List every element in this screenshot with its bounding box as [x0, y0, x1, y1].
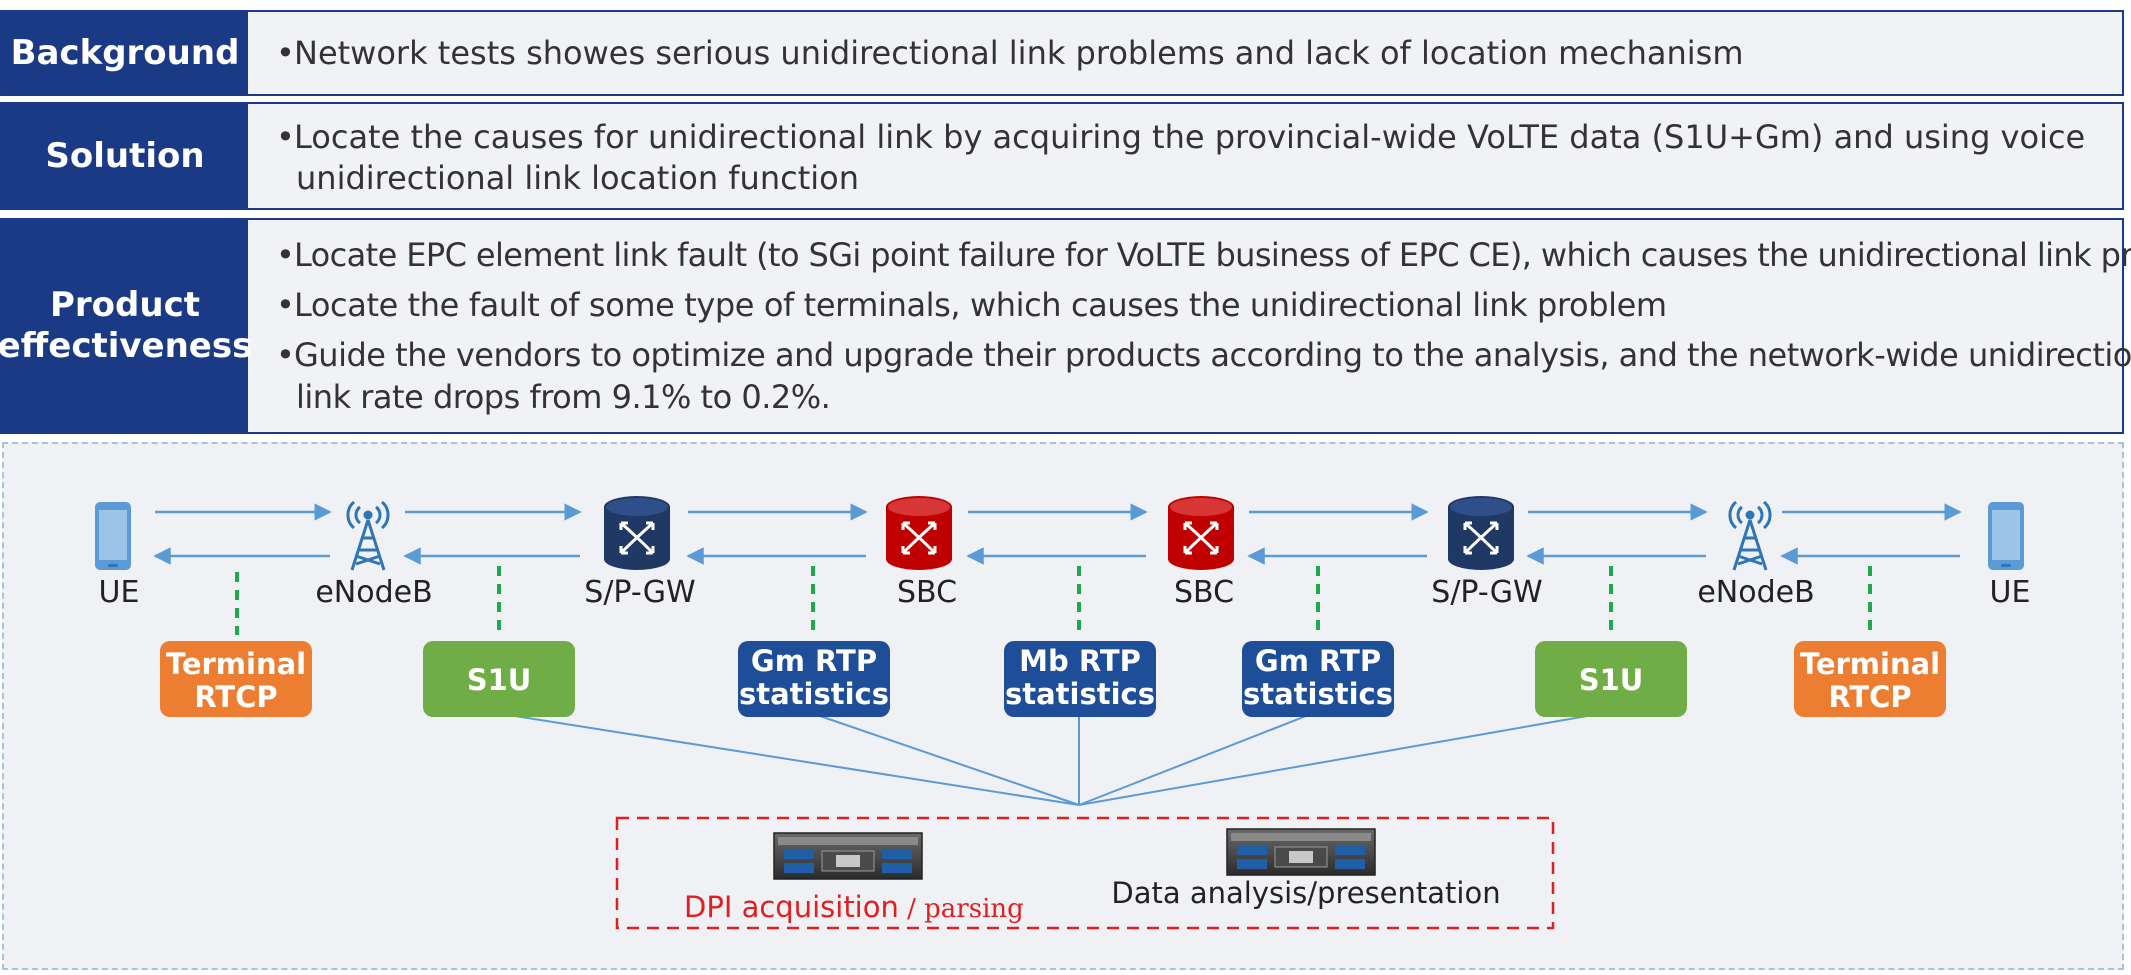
effectiveness-b2: Locate the fault of some type of termina… — [294, 286, 1667, 324]
dpi-label-sub: / parsing — [899, 894, 1024, 924]
effectiveness-label-line1: Product — [50, 285, 200, 325]
s1u-box: S1U — [423, 641, 575, 717]
gm-rtp-box: Gm RTP statistics — [1242, 641, 1394, 717]
solution-bullet-cont: unidirectional link location function — [276, 157, 859, 199]
terminal-rtcp-box: Terminal RTCP — [1794, 641, 1946, 717]
effectiveness-bullet-2: •Locate the fault of some type of termin… — [276, 284, 1667, 326]
bullet-icon: • — [276, 118, 295, 156]
terminal-rtcp-box: Terminal RTCP — [160, 641, 312, 717]
server-rack-icon — [773, 832, 923, 880]
node-label-spgw: S/P-GW — [584, 575, 695, 610]
effectiveness-b3-line1: Guide the vendors to optimize and upgrad… — [294, 336, 2131, 374]
background-row: Background •Network tests showes serious… — [0, 10, 2124, 96]
background-label: Background — [2, 12, 248, 94]
antenna-tower-icon — [1728, 500, 1772, 571]
effectiveness-bullet-1: •Locate EPC element link fault (to SGi p… — [276, 234, 2131, 276]
terminal-rtcp-line2: RTCP — [194, 680, 277, 714]
solution-bullet: •Locate the causes for unidirectional li… — [276, 116, 2085, 158]
dpi-label-main: DPI acquisition — [684, 890, 899, 924]
dpi-label: DPI acquisition / parsing — [684, 890, 1024, 924]
flow-arrows — [153, 503, 1962, 565]
router-icon — [1448, 496, 1514, 570]
background-bullet: •Network tests showes serious unidirecti… — [276, 32, 1743, 74]
phone-icon — [1988, 502, 2024, 570]
node-label-enodeb: eNodeB — [315, 575, 432, 610]
node-label-sbc: SBC — [897, 575, 957, 610]
mb-rtp-box: Mb RTP statistics — [1004, 641, 1156, 717]
s1u-box: S1U — [1535, 641, 1687, 717]
collector-line — [514, 715, 1080, 806]
bullet-icon: • — [276, 236, 295, 274]
node-label-spgw: S/P-GW — [1431, 575, 1542, 610]
bullet-icon: • — [276, 34, 295, 72]
background-text: Network tests showes serious unidirectio… — [294, 34, 1744, 72]
solution-body: •Locate the causes for unidirectional li… — [276, 104, 2102, 208]
bullet-icon: • — [276, 336, 295, 374]
node-label-ue: UE — [99, 575, 140, 610]
solution-label: Solution — [2, 104, 248, 208]
collector-line — [819, 715, 1080, 806]
node-label-enodeb: eNodeB — [1697, 575, 1814, 610]
server-rack-icon — [1226, 828, 1376, 876]
probe-lines — [235, 566, 1872, 635]
collector-line — [1078, 715, 1307, 806]
solution-row: Solution •Locate the causes for unidirec… — [0, 102, 2124, 210]
terminal-rtcp-line1: Terminal — [1800, 647, 1940, 681]
router-icon — [1168, 496, 1234, 570]
gm-rtp-line2: statistics — [1243, 677, 1393, 711]
background-body: •Network tests showes serious unidirecti… — [276, 12, 2102, 94]
node-label-ue: UE — [1990, 575, 2031, 610]
analysis-label: Data analysis/presentation — [1111, 876, 1500, 910]
effectiveness-label: Product effectiveness — [0, 220, 252, 432]
node-label-sbc: SBC — [1174, 575, 1234, 610]
s1u-label: S1U — [467, 663, 532, 697]
solution-line1: Locate the causes for unidirectional lin… — [294, 118, 2086, 156]
effectiveness-bullet-3-cont: link rate drops from 9.1% to 0.2%. — [276, 376, 831, 418]
mb-rtp-line1: Mb RTP — [1019, 644, 1141, 678]
gm-rtp-line1: Gm RTP — [751, 644, 877, 678]
bullet-icon: • — [276, 286, 295, 324]
collector-line — [1078, 715, 1588, 806]
terminal-rtcp-line1: Terminal — [166, 647, 306, 681]
effectiveness-b1: Locate EPC element link fault (to SGi po… — [294, 236, 2131, 274]
mb-rtp-line2: statistics — [1005, 677, 1155, 711]
gm-rtp-line2: statistics — [739, 677, 889, 711]
effectiveness-label-line2: effectiveness — [0, 326, 253, 366]
collector-lines — [514, 715, 1588, 806]
effectiveness-b3-line2: link rate drops from 9.1% to 0.2%. — [296, 378, 831, 416]
effectiveness-bullet-3: •Guide the vendors to optimize and upgra… — [276, 334, 2131, 376]
gm-rtp-box: Gm RTP statistics — [738, 641, 890, 717]
router-icon — [604, 496, 670, 570]
effectiveness-body: •Locate EPC element link fault (to SGi p… — [276, 220, 2131, 432]
solution-line2: unidirectional link location function — [296, 159, 859, 197]
router-icon — [886, 496, 952, 570]
s1u-label: S1U — [1579, 663, 1644, 697]
phone-icon — [95, 502, 131, 570]
effectiveness-row: Product effectiveness •Locate EPC elemen… — [0, 218, 2131, 434]
terminal-rtcp-line2: RTCP — [1828, 680, 1911, 714]
dpi-enclosure — [615, 816, 1555, 930]
gm-rtp-line1: Gm RTP — [1255, 644, 1381, 678]
antenna-tower-icon — [346, 500, 390, 571]
